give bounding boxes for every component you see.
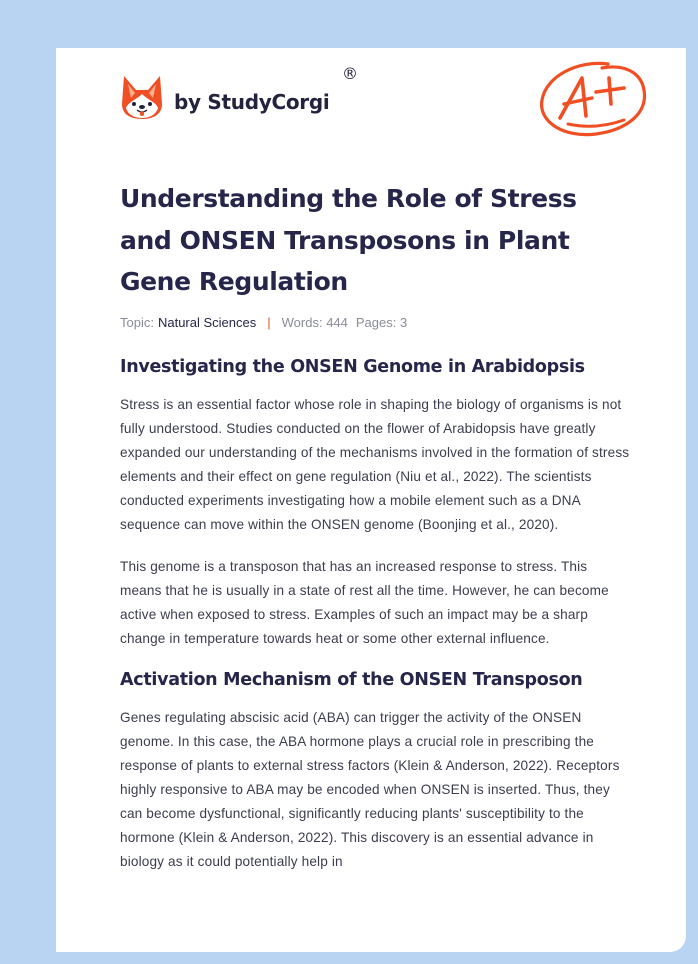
topic-label: Topic: — [120, 314, 154, 330]
registered-mark: ® — [342, 64, 358, 83]
paragraph: Stress is an essential factor whose role… — [120, 396, 630, 532]
page-count: Pages: 3 — [355, 314, 408, 330]
page-title: Understanding the Role of Stress and ONS… — [120, 184, 577, 296]
page-header: by StudyCorgi ® — [56, 48, 686, 168]
section-heading: Activation Mechanism of the ONSEN Transp… — [120, 669, 583, 690]
studycorgi-logo-link[interactable]: by StudyCorgi — [120, 74, 330, 120]
a-plus-grade-icon — [540, 61, 647, 137]
section-heading: Investigating the ONSEN Genome in Arabid… — [120, 356, 585, 377]
article-meta: Topic: Natural Sciences | Words: 444 Pag… — [120, 315, 632, 330]
paragraph: This genome is a transposon that has an … — [120, 558, 609, 646]
meta-separator: | — [267, 314, 271, 330]
paragraph: Genes regulating abscisic acid (ABA) can… — [120, 709, 620, 869]
topic-link[interactable]: Natural Sciences — [157, 314, 257, 330]
corgi-icon — [122, 76, 162, 119]
brand-name: by StudyCorgi — [174, 90, 330, 114]
article-content: Understanding the Role of Stress and ONS… — [120, 178, 632, 874]
word-count: Words: 444 — [281, 314, 348, 330]
document-card: by StudyCorgi ® Understanding the Role o… — [56, 48, 686, 952]
